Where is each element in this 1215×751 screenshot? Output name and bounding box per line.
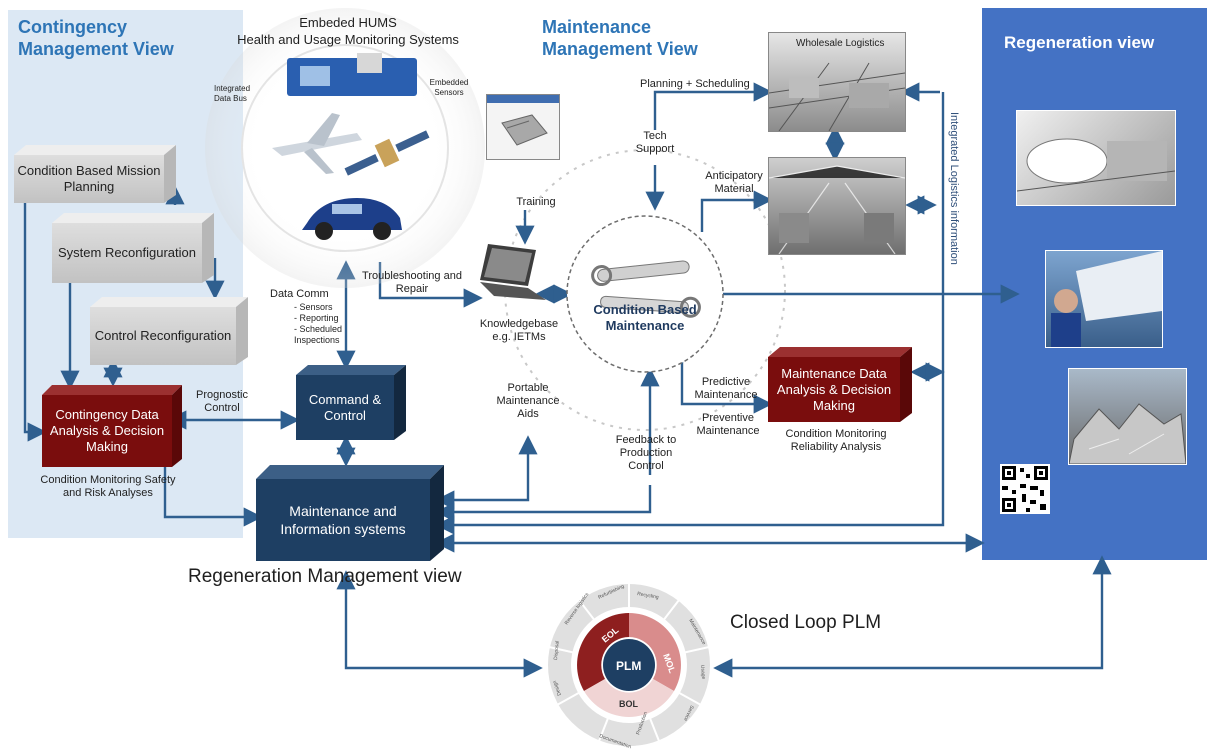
mis-box: Maintenance and Information systems [256, 465, 444, 561]
plm-outer-label: Recycling [637, 591, 660, 601]
hums-equipment-image [272, 53, 430, 240]
maintenance-analysis-box: Maintenance Data Analysis & Decision Mak… [768, 347, 912, 422]
aircraft-teardown-image [1016, 110, 1176, 206]
technician-image [1045, 250, 1163, 348]
contingency-title: Contingency Management View [18, 17, 174, 59]
scrap-metal-image [1068, 368, 1187, 465]
laptop-icon [480, 244, 546, 300]
maintenance-analysis-label: Maintenance Data Analysis & Decision Mak… [768, 357, 900, 422]
hums-title-line2: Health and Usage Monitoring Systems [237, 32, 459, 47]
training-label: Training [516, 196, 556, 208]
mission-planning-box: Condition Based Mission Planning [14, 145, 176, 203]
integrated-logistics-wrap: Integrated Logistics information [948, 112, 970, 302]
integrated-bus-label: Integrated Data Bus [214, 84, 251, 103]
contingency-analysis-label: Contingency Data Analysis & Decision Mak… [42, 395, 172, 467]
plm-bol-label: BOL [619, 699, 639, 709]
planning-label: Planning + Scheduling [640, 78, 750, 90]
maintenance-title: Maintenance Management View [542, 17, 698, 59]
data-comm-list: - Sensors - Reporting - Scheduled Inspec… [294, 302, 354, 346]
system-reconfig-box: System Reconfiguration [52, 213, 214, 283]
training-screenshot-image [486, 94, 560, 160]
cbm-halo [504, 149, 786, 431]
plm-center-label: PLM [616, 659, 641, 673]
wholesale-logistics-image [768, 32, 906, 132]
maintenance-caption: Condition Monitoring Reliability Analysi… [785, 428, 887, 453]
cbm-circle [566, 215, 724, 373]
hums-title: Embeded HUMS Health and Usage Monitoring… [228, 14, 468, 48]
prognostic-label: Prognostic Control [196, 389, 248, 414]
command-control-label: Command & Control [296, 375, 394, 440]
cbm-label: Condition Based Maintenance [593, 302, 697, 333]
contingency-analysis-box: Contingency Data Analysis & Decision Mak… [42, 385, 182, 467]
control-reconfig-label: Control Reconfiguration [90, 307, 236, 365]
qr-code-icon [1000, 464, 1050, 514]
data-comm-item: - Scheduled Inspections [294, 324, 343, 345]
tech-support-label: Tech Support [635, 130, 675, 155]
anticipatory-label: Anticipatory Material [705, 170, 763, 195]
troubleshooting-label: Troubleshooting and Repair [362, 270, 462, 295]
plm-wheel: EOL MOL BOL PLM Recycling Refurbishing R… [546, 582, 712, 750]
mission-planning-label: Condition Based Mission Planning [14, 155, 164, 203]
mis-label: Maintenance and Information systems [256, 479, 430, 561]
knowledgebase-label: Knowledgebase e.g. IETMs [479, 318, 559, 343]
feedback-label: Feedback to Production Control [615, 434, 677, 472]
plm-outer-label: Disposal [553, 641, 561, 661]
wholesale-logistics-label: Wholesale Logistics [796, 38, 885, 49]
plm-outer-label: Usage [699, 665, 706, 680]
system-reconfig-label: System Reconfiguration [52, 223, 202, 283]
data-comm-item: - Sensors [294, 302, 333, 312]
command-control-box: Command & Control [296, 365, 406, 440]
control-reconfig-box: Control Reconfiguration [90, 297, 248, 365]
closed-loop-label: Closed Loop PLM [730, 612, 882, 633]
preventive-label: Preventive Maintenance [696, 412, 760, 437]
regeneration-title: Regeneration view [1004, 33, 1155, 52]
embedded-sensors-label: Embedded Sensors [429, 78, 469, 97]
regeneration-management-label: Regeneration Management view [188, 566, 462, 587]
warehouse-image [768, 157, 906, 255]
contingency-caption: Condition Monitoring Safety and Risk Ana… [40, 474, 176, 499]
plm-outer-label: Design [552, 679, 563, 696]
hums-title-line1: Embeded HUMS [299, 15, 397, 30]
predictive-label: Predictive Maintenance [694, 376, 758, 401]
data-comm-label: Data Comm [270, 288, 329, 300]
data-comm-item: - Reporting [294, 313, 339, 323]
portable-aids-label: Portable Maintenance Aids [496, 382, 560, 420]
integrated-logistics-label: Integrated Logistics information [948, 112, 960, 265]
